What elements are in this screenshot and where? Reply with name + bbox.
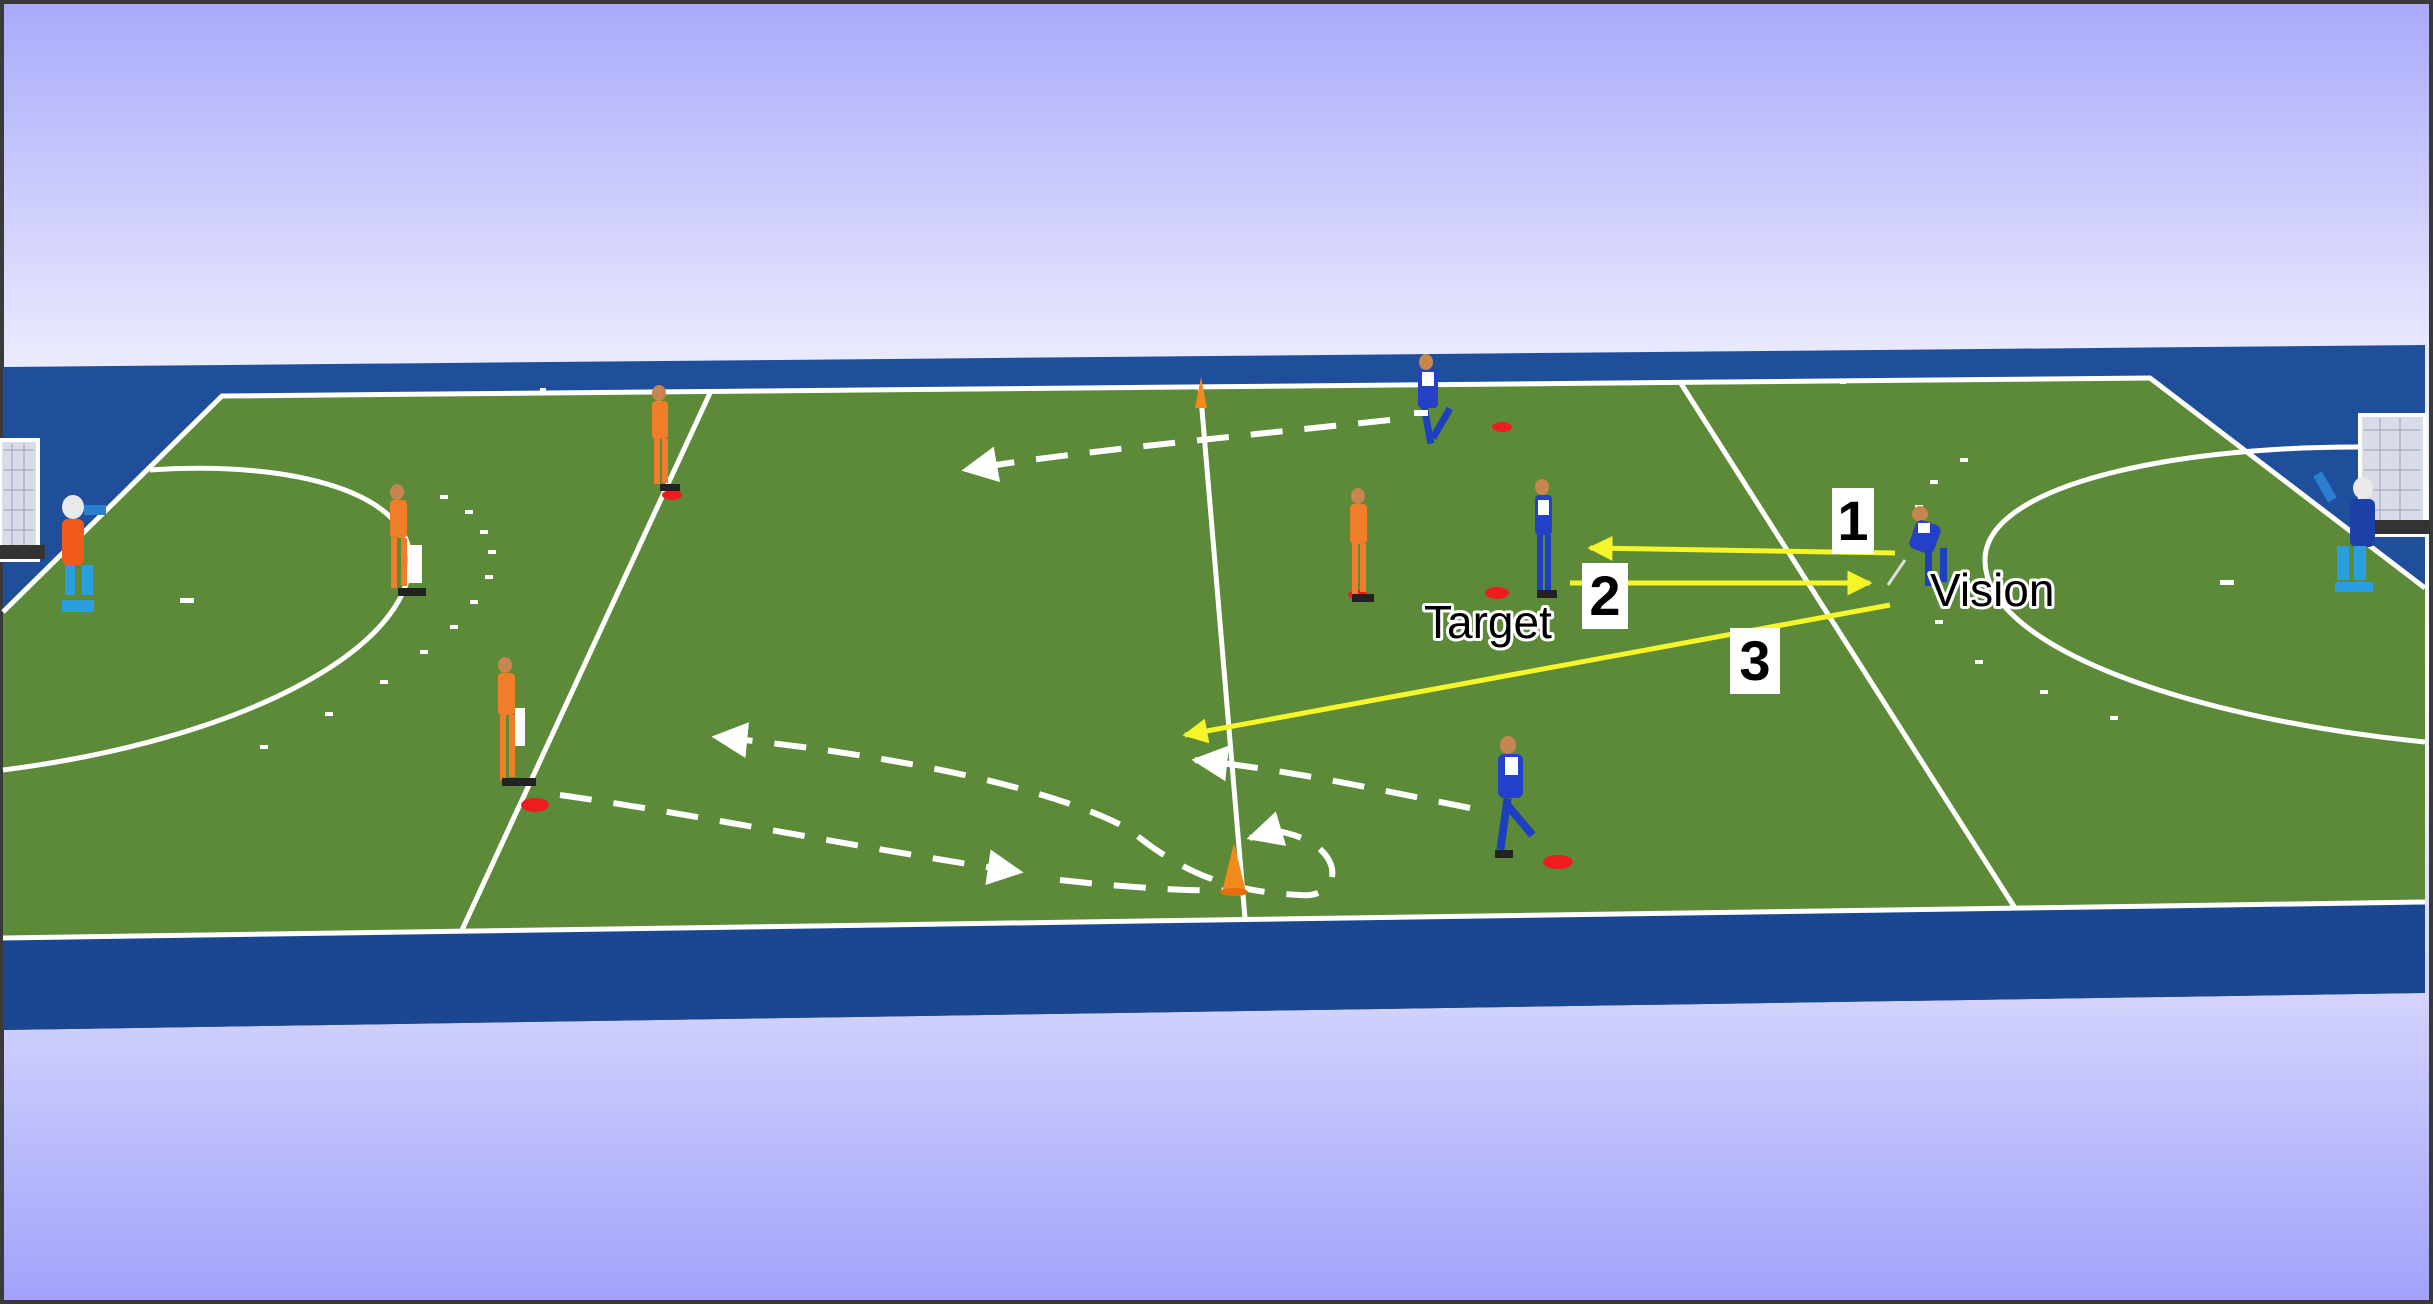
label-1: 1	[1832, 488, 1874, 554]
orange-defender-1	[390, 484, 426, 596]
blue-runner-top	[1414, 354, 1453, 445]
cone-bottom	[1222, 843, 1246, 892]
dotted-arcs	[180, 380, 2234, 749]
center-line	[1197, 385, 1248, 919]
pitch	[3, 378, 2425, 938]
blue-passer	[1886, 506, 1947, 586]
field-lines	[1, 375, 2427, 941]
cones	[1195, 377, 1248, 896]
orange-midfielder	[1350, 488, 1374, 602]
label-3-text: 3	[1739, 629, 1770, 692]
run-path-bottom	[559, 792, 1024, 886]
run-path-return	[1246, 811, 1287, 846]
pass-3-arrow	[1182, 602, 1891, 744]
blue-goalkeeper	[2313, 471, 2375, 592]
left-quarter-line	[459, 391, 713, 932]
orange-defender-2	[652, 385, 680, 491]
label-1-text: 1	[1837, 489, 1868, 552]
back-line	[2, 899, 2426, 941]
outer-boundary	[1, 375, 2427, 614]
left-goal	[0, 438, 45, 562]
pitch-surround-edge	[3, 905, 2425, 1030]
right-shooting-circle	[1982, 444, 2426, 745]
right-quarter-line	[1677, 380, 2018, 910]
cone-top	[1195, 377, 1207, 408]
run-path-loop	[711, 722, 1336, 899]
orange-defender-3	[498, 657, 536, 786]
run-path-top	[961, 417, 1391, 483]
label-3: 3	[1730, 628, 1780, 694]
label-target: Target	[1424, 596, 1552, 648]
blue-runner-bottom	[1495, 736, 1536, 858]
blue-target	[1535, 479, 1557, 598]
run-path-dribble	[1191, 745, 1471, 811]
label-2: 2	[1582, 563, 1628, 629]
label-vision: Vision	[1930, 564, 2054, 616]
orange-goalkeeper	[62, 495, 106, 612]
label-2-text: 2	[1589, 564, 1620, 627]
